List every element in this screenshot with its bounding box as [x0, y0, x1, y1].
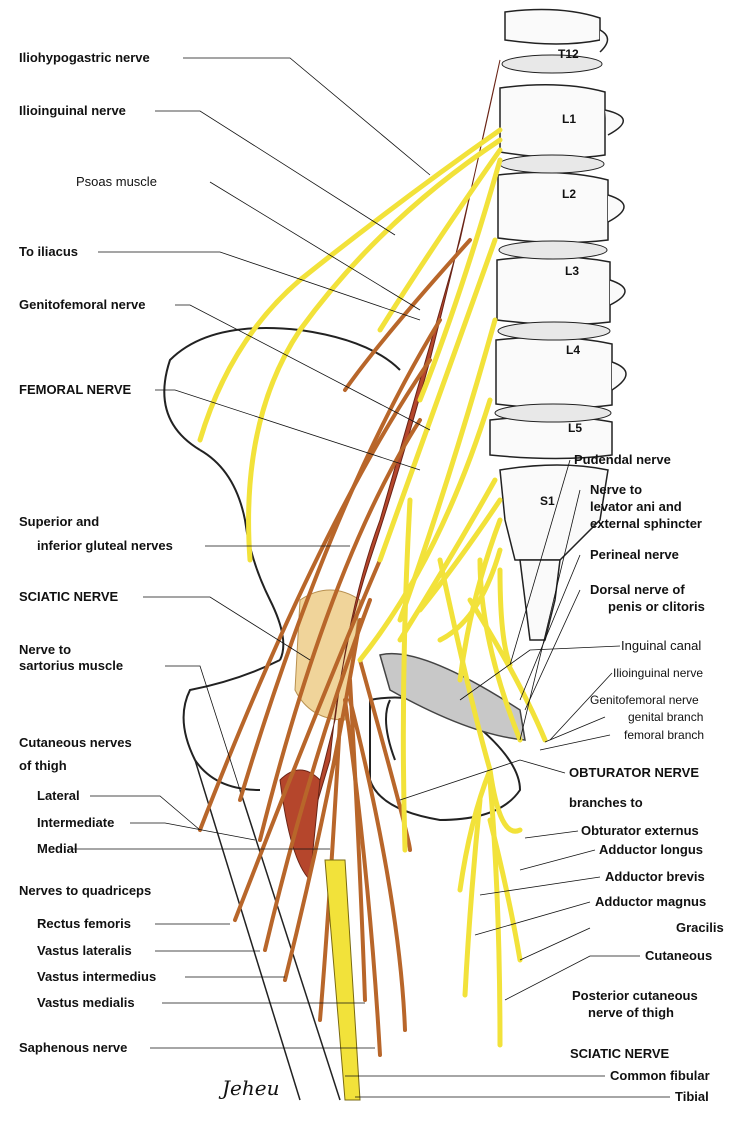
label-levator-nerve-line2: levator ani and: [590, 499, 682, 514]
label-levator-nerve-line1: Nerve to: [590, 482, 643, 497]
label-vastus-intermedius: Vastus intermedius: [37, 969, 157, 984]
label-cutaneous-nerves-line2: of thigh: [19, 758, 67, 773]
label-to-iliacus: To iliacus: [19, 244, 78, 259]
muscular-nerve-branches: [198, 238, 472, 1057]
sciatic-nerve-trunk: [324, 859, 361, 1101]
label-gracilis: Gracilis: [676, 920, 724, 935]
label-ilioinguinal-nerve-right: Ilioinguinal nerve: [613, 666, 704, 680]
label-lateral: Lateral: [37, 788, 80, 803]
label-common-fibular: Common fibular: [610, 1068, 710, 1083]
vertebra-label-l2: L2: [562, 187, 576, 201]
label-cutaneous: Cutaneous: [645, 948, 713, 963]
vertebra-label-l3: L3: [565, 264, 579, 278]
label-cutaneous-nerves-line1: Cutaneous nerves: [19, 735, 132, 750]
label-posterior-cutaneous-line1: Posterior cutaneous: [572, 988, 698, 1003]
label-adductor-magnus: Adductor magnus: [595, 894, 707, 909]
label-gluteal-nerves-line1: Superior and: [19, 514, 100, 529]
label-dorsal-nerve-line2: penis or clitoris: [608, 599, 705, 614]
leader-lines: [70, 57, 670, 1098]
label-medial: Medial: [37, 841, 78, 856]
label-femoral-nerve: FEMORAL NERVE: [19, 382, 132, 397]
vertebra-label-l5: L5: [568, 421, 582, 435]
label-ilioinguinal-nerve: Ilioinguinal nerve: [19, 103, 126, 118]
label-levator-nerve-line3: external sphincter: [590, 516, 702, 531]
label-genitofemoral-nerve: Genitofemoral nerve: [19, 297, 146, 312]
label-sciatic-nerve-right: SCIATIC NERVE: [570, 1046, 670, 1061]
lumbar-sacral-plexus-nerves: [197, 127, 548, 1048]
label-vastus-medialis: Vastus medialis: [37, 995, 135, 1010]
label-inguinal-canal: Inguinal canal: [621, 638, 702, 653]
vertebra-label-t12: T12: [558, 47, 579, 61]
label-adductor-longus: Adductor longus: [599, 842, 703, 857]
label-vastus-lateralis: Vastus lateralis: [37, 943, 132, 958]
label-rectus-femoris: Rectus femoris: [37, 916, 131, 931]
label-iliohypogastric-nerve: Iliohypogastric nerve: [19, 50, 150, 65]
vertebra-label-l4: L4: [566, 343, 580, 357]
label-obturator-nerve: OBTURATOR NERVE: [569, 765, 700, 780]
label-gluteal-nerves-line2: inferior gluteal nerves: [37, 538, 173, 553]
vertebra-label-s1: S1: [540, 494, 555, 508]
label-femoral-branch: femoral branch: [624, 728, 705, 742]
label-genital-branch: genital branch: [628, 710, 704, 724]
vertebra-label-l1: L1: [562, 112, 576, 126]
label-sartorius-nerve-line2: sartorius muscle: [19, 658, 124, 673]
label-pudendal-nerve: Pudendal nerve: [574, 452, 671, 467]
inguinal-canal: [379, 652, 526, 741]
label-saphenous-nerve: Saphenous nerve: [19, 1040, 128, 1055]
label-tibial: Tibial: [675, 1089, 709, 1104]
label-branches-to: branches to: [569, 795, 643, 810]
label-adductor-brevis: Adductor brevis: [605, 869, 705, 884]
label-nerves-to-quadriceps: Nerves to quadriceps: [19, 883, 152, 898]
label-psoas-muscle: Psoas muscle: [76, 174, 157, 189]
label-obturator-externus: Obturator externus: [581, 823, 699, 838]
vertebra-labels: T12 L1 L2 L3 L4 L5 S1: [540, 47, 582, 508]
label-sciatic-nerve-left: SCIATIC NERVE: [19, 589, 119, 604]
label-sartorius-nerve-line1: Nerve to: [19, 642, 72, 657]
label-posterior-cutaneous-line2: nerve of thigh: [588, 1005, 674, 1020]
label-intermediate: Intermediate: [37, 815, 115, 830]
label-dorsal-nerve-line1: Dorsal nerve of: [590, 582, 685, 597]
label-perineal-nerve: Perineal nerve: [590, 547, 679, 562]
hip-joint-capsule: [294, 589, 361, 721]
artist-signature: Jeheu: [218, 1076, 279, 1100]
label-genitofemoral-nerve-right: Genitofemoral nerve: [590, 693, 699, 707]
